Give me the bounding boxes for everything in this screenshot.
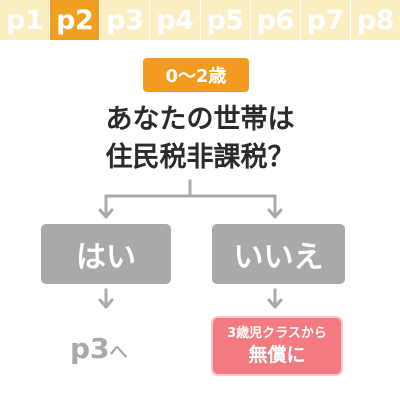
question-line-1: あなたの世帯は (105, 104, 295, 135)
yes-answer-box[interactable]: はい (41, 224, 171, 284)
tab-p3[interactable]: p3 (100, 0, 151, 40)
tab-p5[interactable]: p5 (201, 0, 251, 40)
tab-p1[interactable]: p1 (0, 0, 51, 40)
tab-p7[interactable]: p7 (301, 0, 351, 40)
free-from-age3-badge: 3歳児クラスから 無償に (211, 316, 343, 376)
arrow-down-icon (98, 208, 114, 219)
arrow-down-icon (98, 298, 114, 309)
no-answer-box[interactable]: いいえ (212, 224, 345, 284)
question-text: あなたの世帯は 住民税非課税？ (0, 101, 400, 177)
tab-p6[interactable]: p6 (251, 0, 301, 40)
tab-p4[interactable]: p4 (150, 0, 201, 40)
go-to-p3-result[interactable]: p3 へ (70, 332, 150, 365)
tab-p8[interactable]: p8 (356, 4, 395, 36)
result-page-label: p3 (70, 332, 110, 365)
age-range-badge: 0〜2歳 (143, 58, 249, 92)
free-badge-line-2: 無償に (248, 344, 306, 366)
result-suffix-label: へ (109, 342, 128, 363)
page-tab-bar: p1 p2 p3 p4 p5 p6 p7 p8 (0, 0, 400, 40)
tab-p2[interactable]: p2 (50, 0, 101, 40)
arrow-down-icon (267, 208, 283, 219)
question-line-2: 住民税非課税？ (105, 142, 295, 173)
free-badge-line-1: 3歳児クラスから (227, 326, 327, 341)
arrow-down-icon (267, 298, 283, 309)
